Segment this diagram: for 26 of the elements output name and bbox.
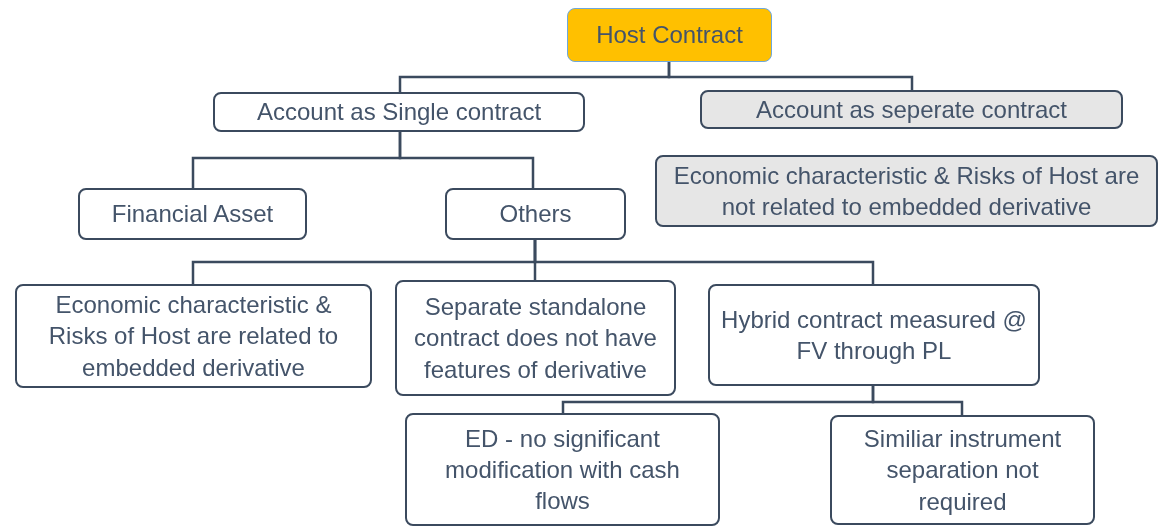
process-box [445, 188, 626, 240]
box-label: Host Contract [596, 20, 743, 51]
connector-line [533, 240, 875, 284]
process-box [830, 415, 1095, 525]
box-label: Account as seperate contract [756, 94, 1067, 125]
connector-line [871, 386, 964, 415]
process-box [15, 284, 372, 388]
box-label: Similiar instrument separation not required [862, 424, 1063, 517]
box-label: Economic characteristic & Risks of Host are related to embedded derivative [47, 290, 340, 383]
process-box [700, 90, 1123, 129]
box-label: Hybrid contract measured @ FV through PL [720, 304, 1028, 366]
process-box [655, 155, 1158, 227]
connector-line [398, 132, 535, 188]
connector-line [667, 62, 914, 90]
box-label: Others [499, 199, 572, 230]
box-label: Account as Single contract [256, 97, 542, 128]
process-box [395, 280, 676, 396]
box-label: Economic characteristic & Risks of Host are not related to embedded derivative [672, 160, 1141, 222]
process-box [78, 188, 307, 240]
box-label: ED - no significant modification with cash flows [444, 423, 681, 517]
box-label: Separate standalone contract does not have features of derivative [413, 292, 658, 385]
process-box [405, 413, 720, 526]
process-box [213, 92, 585, 132]
box-label: Financial Asset [111, 199, 274, 230]
process-box [708, 284, 1040, 386]
process-box [567, 8, 772, 62]
